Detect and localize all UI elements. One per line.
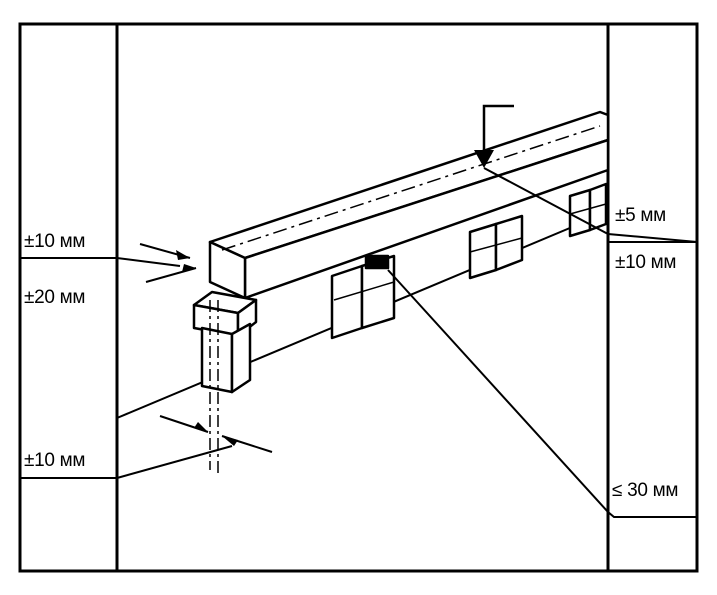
leader-left-top: [20, 257, 181, 267]
outer-frame: [18, 22, 699, 573]
tolerance-label-right-bottom: ≤ 30 мм: [612, 480, 679, 501]
section-marker: [482, 104, 514, 150]
support-2-hline: [469, 237, 523, 253]
support-block-1: [330, 264, 364, 340]
support-1-hline: [333, 281, 395, 301]
leader-right-bottom: [387, 269, 697, 518]
support-block-2-side: [494, 214, 524, 272]
tolerance-label-right-mid: ±10 мм: [615, 252, 677, 273]
left-support: [192, 290, 258, 394]
section-marker-arrowhead: [474, 150, 494, 168]
support-post-side: [230, 322, 252, 394]
beam-centerline: [221, 125, 601, 251]
tolerance-label-left-mid: ±20 мм: [24, 287, 86, 308]
arrowhead-left-top-1: [176, 250, 190, 260]
arrowhead-post-right: [222, 436, 238, 446]
support-post-front: [200, 326, 234, 394]
tolerance-label-left-bottom: ±10 мм: [24, 450, 86, 471]
support-3-hline: [569, 203, 607, 215]
beam: [208, 110, 610, 300]
intermediate-supports: [330, 182, 608, 340]
arrowhead-left-top-2: [182, 264, 196, 272]
arrowhead-post-left: [194, 422, 208, 432]
support-block-1-top: [364, 254, 390, 270]
leader-right-top: [483, 167, 698, 243]
ground-line-lower: [116, 445, 233, 479]
tolerance-label-left-top: ±10 мм: [24, 231, 86, 252]
tolerance-label-right-top: ±5 мм: [615, 205, 666, 226]
